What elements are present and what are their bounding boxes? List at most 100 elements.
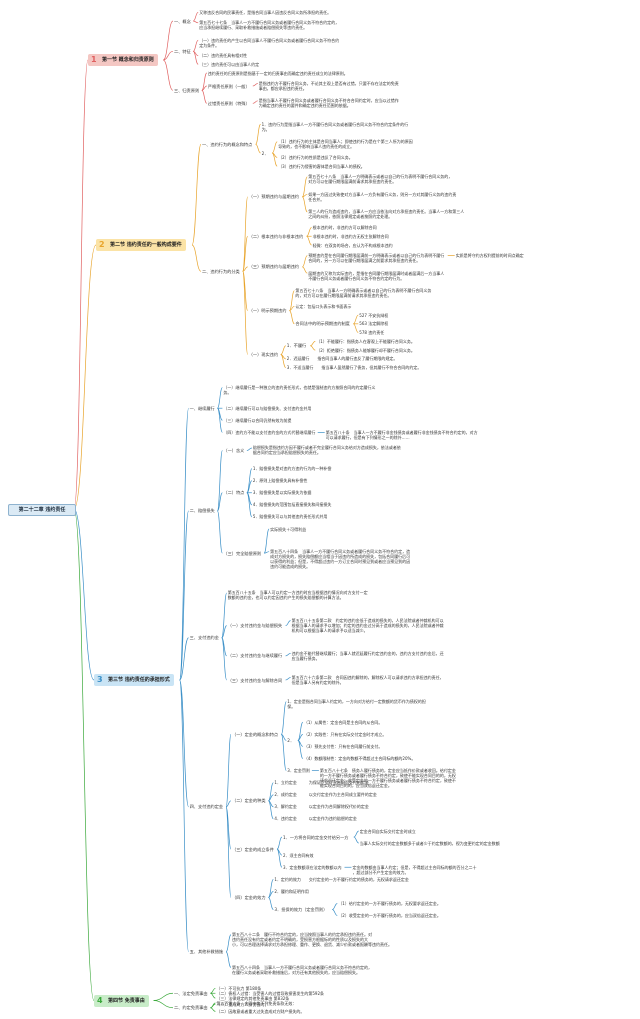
leaf-text: 1．定金是指合同当事人约定的，一方向对方给付一定数额的货币作为债权的担 保。 xyxy=(287,699,426,710)
chapter-label: 第二节 违约责任的一般构成要件 xyxy=(110,242,182,248)
leaf-text: 轻微：在双务的场合，应认为不构成根本违约 xyxy=(312,242,393,248)
edge xyxy=(217,492,223,512)
edge xyxy=(225,806,232,898)
branch-label: 一、违约行为的概念和特点 xyxy=(202,141,253,147)
edge xyxy=(276,836,283,850)
leaf-text: 是指违约方不履行合同义务，不论其主观上是否有过错，只要不存在法定的免责 事由，都… xyxy=(258,81,399,91)
edge xyxy=(153,992,174,1001)
branch-label: 2． xyxy=(261,150,269,156)
leaf-text: 第五百七十八条 当事人一方明确表示或者以自己的行为表明不履行合同义务 的，对方可… xyxy=(295,288,432,299)
leaf-text: 3．定金罚则 xyxy=(287,768,310,774)
edge xyxy=(310,345,316,351)
leaf-text: 第五百八十五条第二款 约定的违约金低于造成的损失的，人民法院或者仲裁机构可以 根… xyxy=(291,618,444,634)
leaf-text: （一）违约责任的产生以合同当事人不履行合同义务或者履行合同义务不符合约 定为条件… xyxy=(199,37,340,48)
branch-label: 一、继续履行 xyxy=(189,405,215,411)
edge xyxy=(285,620,291,626)
side-note: 定金的数额由当事人约定；但是，不得超过主合同标的额的百分之二十 ，超过部分不产生… xyxy=(352,864,477,875)
edge xyxy=(252,83,258,87)
branch-label: （二）特点 xyxy=(223,490,245,496)
branch-label: （三）支付违约金与解除合同 xyxy=(227,677,283,683)
branch-label: 1．不履行 xyxy=(286,343,307,349)
edge xyxy=(225,934,232,953)
branch-label: 三、归责原则 xyxy=(174,87,200,93)
branch-label: （三）完全赔偿原则 xyxy=(223,550,262,556)
edge xyxy=(255,143,261,154)
branch-label: 二、约定免责事由 xyxy=(174,1005,208,1011)
branch-label: 1．一方将合同的定金交付给另一方 xyxy=(283,834,349,840)
edge xyxy=(332,903,338,910)
leaf-text: （四）违约方不能以支付违约金的方式代替继续履行 xyxy=(223,429,316,435)
leaf-text: （二）债权人过错：当受害人的过错导致损害发生的第592条 xyxy=(216,990,325,996)
edge xyxy=(268,891,274,898)
side-note: 第五百八十条 当事人一方不履行非金钱债务或者履行非金钱债务不符合约定的，对方 可… xyxy=(325,429,478,440)
edge xyxy=(210,988,216,994)
edge xyxy=(302,255,308,268)
edge xyxy=(280,734,287,771)
branch-label: 二、违约行为的分类 xyxy=(202,268,240,274)
side-note: 实质是将守约方权利提前的时间点确定 xyxy=(455,253,524,259)
edge xyxy=(263,528,270,554)
leaf-text: 2．成约定金 以交付定金作为主合同成立要件的定金 xyxy=(274,792,377,798)
branch-label: 一、概念 xyxy=(174,18,191,24)
leaf-text: （2）拒绝履行：指债务人能够履行却不履行合同义务。 xyxy=(316,347,415,353)
leaf-text: 1．违约行为是指当事人一方不履行合同义务或者履行合同义务不符合约定条件的行 为。 xyxy=(261,121,409,132)
edge xyxy=(193,20,199,24)
edge xyxy=(201,89,207,104)
leaf-text: （二）继续履行可以与赔偿损失、支付违约金并用 xyxy=(223,405,312,411)
leaf-text: （二）因故意或者重大过失造成对方财产损失的。 xyxy=(216,1008,305,1014)
leaf-text: （一）不可抗力 第180条 xyxy=(216,985,262,991)
branch-label: 合同法中的明示预期违约制度 xyxy=(295,321,350,327)
edge xyxy=(276,848,283,868)
edge xyxy=(179,510,189,681)
edge xyxy=(289,290,295,312)
branch-label: （二）根本违约与非根本违约 xyxy=(248,233,304,239)
edge xyxy=(225,734,232,808)
edge xyxy=(179,679,189,808)
chapter-label: 第三节 违约责任的承担形式 xyxy=(108,677,170,683)
leaf-text: 第五百八十二条 履行不符合约定的，应当按照当事人的约定承担违约责任。对 违约责任… xyxy=(232,932,392,948)
edge xyxy=(225,951,232,968)
leaf-text: 1．定约的效力 交付定金的一方不履行约定的债务的，无权请求返还定金 xyxy=(274,876,409,882)
branch-label: 二、特征 xyxy=(174,48,191,54)
edge xyxy=(264,551,270,554)
leaf-text: 第五百七十八条 当事人一方明确表示或者以自己的行为表明不履行合同义务的， 对方可… xyxy=(308,174,453,185)
leaf-text: （三）违约责任可以由当事人约定 xyxy=(199,61,260,67)
leaf-text: 第五百七十七条 当事人一方不履行合同义务或者履行合同义务不符合约定的， 应当承担… xyxy=(199,20,340,31)
leaf-text: 赔偿损失是指违约方因不履行或者不完全履行合同义务给对方造成损失，依法或者依 据合… xyxy=(252,445,401,456)
edge xyxy=(255,123,261,145)
branch-label: 2． xyxy=(287,737,295,743)
edge xyxy=(201,72,208,91)
branch-label: 四、支付违约定金 xyxy=(189,804,224,810)
chapter-number: 4 xyxy=(97,995,103,1005)
leaf-text: 3．解约定金 以定金作为合同解除权代价的定金 xyxy=(274,804,369,810)
edge xyxy=(73,508,95,681)
edge xyxy=(332,909,338,916)
root-node: 第二十二章 违约责任 xyxy=(8,504,76,516)
leaf-text: 4．赔偿损失的范围包括直接损失和间接损失 xyxy=(252,502,332,508)
edge xyxy=(280,354,286,368)
side-note: 第五百八十七条 债务人履行债务的，定金应当抵作价款或者收回。给付定金 的一方不履… xyxy=(319,768,456,789)
leaf-text: 2．迟延履行 指合同当事人的履行违反了履行期限的规定。 xyxy=(286,356,398,362)
branch-label: （一）预期违约与届期违约 xyxy=(248,194,299,200)
edge xyxy=(268,897,274,910)
edge xyxy=(221,592,228,639)
leaf-text: 3．赔偿损失是以实际损失为依据 xyxy=(252,490,312,496)
chapter-number: 3 xyxy=(97,675,103,684)
leaf-text: 4．违约定金 以定金作为违约赔偿的定金 xyxy=(274,816,357,822)
branch-label: （一）含义 xyxy=(223,447,245,453)
branch-label: （二）定金的种类 xyxy=(232,798,266,804)
edge xyxy=(193,39,199,52)
chapter-s3: 3 第三节 违约责任的承担形式 xyxy=(94,674,174,686)
leaf-text: （3）预先支付性：只有在合同履行前支付。 xyxy=(303,743,383,749)
branch-label: （一）支付违约金与赔偿损失 xyxy=(227,623,283,629)
edge xyxy=(242,196,249,272)
edge xyxy=(193,11,199,22)
leaf-text: （一）继续履行是一种独立的违约责任形式，也就是强制违约方按照合同的约定履行义 务… xyxy=(223,385,376,396)
edge xyxy=(217,510,223,554)
edge xyxy=(301,196,308,213)
edge xyxy=(221,625,227,639)
leaf-text: （3）违约行为侵害的客体是合同当事人的债权。 xyxy=(278,163,365,169)
